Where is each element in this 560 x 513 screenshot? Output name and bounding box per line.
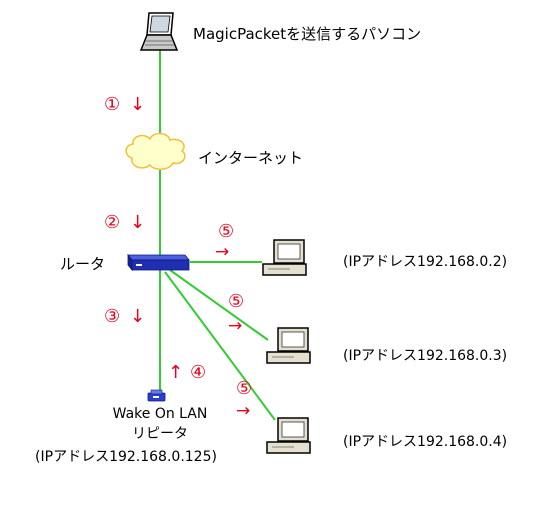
step-4-arrow: ↑ [168, 362, 183, 383]
internet-label: インターネット [198, 149, 303, 167]
step-5-pc3-arrow: → [236, 401, 250, 421]
step-3-number: ③ [104, 306, 120, 327]
step-5-pc1-arrow: → [215, 242, 229, 262]
repeater-label-line3: (IPアドレス192.168.0.125) [35, 449, 217, 465]
step-1-number: ① [104, 94, 120, 115]
step-4-number: ④ [190, 362, 206, 383]
desktop-pc-icon [262, 239, 307, 276]
sender-label: MagicPacketを送信するパソコン [193, 25, 421, 43]
repeater-icon [147, 389, 166, 402]
laptop-icon [139, 12, 179, 51]
pc3-label: (IPアドレス192.168.0.4) [343, 434, 507, 450]
pc1-label: (IPアドレス192.168.0.2) [343, 254, 507, 270]
network-links [159, 50, 276, 421]
step-1-arrow: ↓ [130, 94, 145, 115]
step-5-pc1-number: ⑤ [218, 221, 234, 242]
pc2-label: (IPアドレス192.168.0.3) [343, 348, 507, 364]
link-router-pc3 [164, 271, 276, 421]
desktop-pc-icon [266, 417, 311, 454]
desktop-pc-icon [266, 327, 311, 364]
link-router-pc2 [169, 269, 269, 341]
step-2-arrow: ↓ [130, 212, 145, 233]
repeater-label-line2: リピータ [132, 426, 188, 442]
step-3-arrow: ↓ [130, 306, 145, 327]
cloud-icon [125, 132, 186, 170]
router-label: ルータ [60, 255, 105, 273]
step-2-number: ② [104, 212, 120, 233]
step-5-pc3-number: ⑤ [236, 378, 252, 399]
step-5-pc2-arrow: → [228, 316, 242, 336]
step-5-pc2-number: ⑤ [228, 291, 244, 312]
router-icon [127, 253, 190, 272]
repeater-label-line1: Wake On LAN [113, 406, 208, 422]
